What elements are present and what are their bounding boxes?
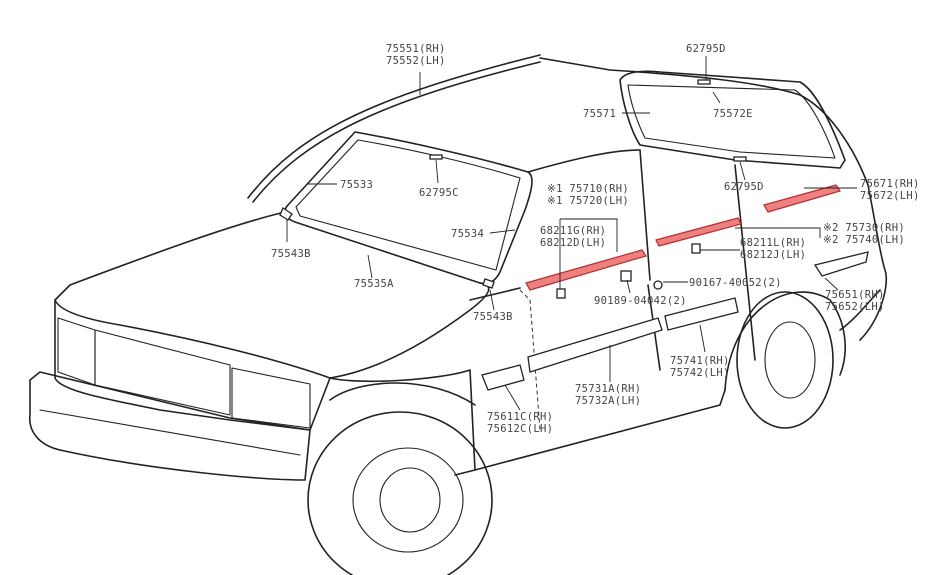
vehicle-outline xyxy=(29,54,887,575)
screw-90167 xyxy=(653,280,663,290)
label-62795c: 62795C xyxy=(419,187,459,199)
label-75612c: 75612C(LH) xyxy=(487,423,553,435)
clip-62795c xyxy=(429,154,443,160)
label-75543b-left: 75543B xyxy=(271,248,311,260)
roof-drip-moulding xyxy=(247,54,541,199)
hood xyxy=(54,211,490,379)
front-door-lower-moulding xyxy=(527,317,663,373)
corner-piece-left xyxy=(279,207,293,221)
label-75572e: 75572E xyxy=(713,108,753,120)
rear-door-belt-moulding-highlighted xyxy=(655,217,742,247)
rear-body xyxy=(859,184,887,341)
label-75740: ※2 75740(LH) xyxy=(823,234,905,246)
front-door-outline xyxy=(519,289,541,431)
label-75534: 75534 xyxy=(451,228,484,240)
quarter-moulding xyxy=(813,251,869,277)
roof-drip-moulding-inner xyxy=(252,61,541,203)
label-75611c: 75611C(RH) xyxy=(487,411,553,423)
body-side-upper xyxy=(469,287,521,301)
bumper-line xyxy=(39,409,301,456)
rear-door-lower-moulding xyxy=(664,297,739,331)
b-pillar xyxy=(639,149,651,281)
label-62795d-mid: 62795D xyxy=(724,181,764,193)
roof-line xyxy=(539,57,869,186)
rear-quarter-glass xyxy=(619,70,846,169)
label-75732a: 75732A(LH) xyxy=(575,395,641,407)
label-75652: 75652(LH) xyxy=(825,301,885,313)
quarter-belt-moulding-highlighted xyxy=(763,184,841,213)
windshield-frame xyxy=(284,131,533,285)
rear-tire xyxy=(736,291,834,429)
clip-front xyxy=(556,288,566,299)
clip-rear xyxy=(691,243,701,254)
label-75731a: 75731A(RH) xyxy=(575,383,641,395)
label-75710: ※1 75710(RH) xyxy=(547,183,629,195)
label-75552: 75552(LH) xyxy=(386,55,446,67)
label-75551: 75551(RH) xyxy=(386,43,446,55)
front-bumper xyxy=(29,371,311,481)
windshield-inner xyxy=(295,139,521,271)
label-90189: 90189-04042(2) xyxy=(594,295,687,307)
headlamp xyxy=(231,367,311,429)
label-75535a: 75535A xyxy=(354,278,394,290)
label-75741: 75741(RH) xyxy=(670,355,730,367)
label-90167: 90167-40052(2) xyxy=(689,277,782,289)
label-75571: 75571 xyxy=(583,108,616,120)
front-hub xyxy=(379,467,441,533)
clip-62795d-mid xyxy=(733,156,747,162)
front-tire xyxy=(307,411,493,575)
label-75671: 75671(RH) xyxy=(860,178,920,190)
label-75730: ※2 75730(RH) xyxy=(823,222,905,234)
left-lamp xyxy=(57,317,96,386)
rear-wheel-arch xyxy=(724,291,846,391)
front-door-belt-moulding-highlighted xyxy=(525,249,647,291)
front-rim xyxy=(352,447,464,553)
label-68212d: 68212D(LH) xyxy=(540,237,606,249)
rear-rim xyxy=(764,321,816,399)
label-75672: 75672(LH) xyxy=(860,190,920,202)
front-wheel-arch xyxy=(329,382,476,406)
label-75543b-right: 75543B xyxy=(473,311,513,323)
label-75742: 75742(LH) xyxy=(670,367,730,379)
rear-quarter-glass-inner xyxy=(627,84,836,159)
rear-door-bottom xyxy=(734,164,756,361)
label-75651: 75651(RH) xyxy=(825,289,885,301)
front-face xyxy=(54,299,331,431)
label-68212j: 68212J(LH) xyxy=(740,249,806,261)
parts xyxy=(279,79,869,391)
label-75720: ※1 75720(LH) xyxy=(547,195,629,207)
label-68211g: 68211G(RH) xyxy=(540,225,606,237)
front-fender xyxy=(329,369,476,476)
rear-lower-body xyxy=(839,289,881,331)
corner-piece-right xyxy=(482,278,495,289)
clip-90189 xyxy=(620,270,632,282)
label-75533: 75533 xyxy=(340,179,373,191)
leader-lines xyxy=(286,56,857,411)
label-68211l: 68211L(RH) xyxy=(740,237,806,249)
fender-moulding xyxy=(481,364,525,391)
label-62795d-top: 62795D xyxy=(686,43,726,55)
clip-62795d-top xyxy=(697,79,711,85)
labels: 75551(RH) 75552(LH) 62795D 75571 75572E … xyxy=(271,43,920,435)
a-pillar xyxy=(527,149,641,173)
body-side-lower xyxy=(474,389,726,471)
